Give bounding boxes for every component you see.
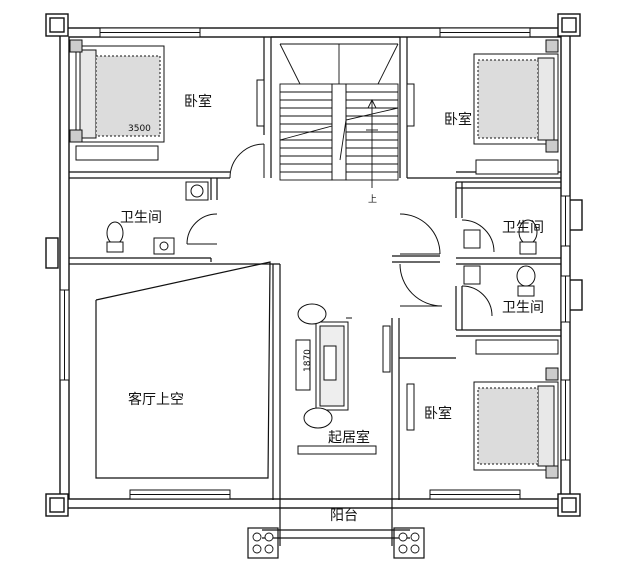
room-label-bathroom-right-upper: 卫生间 [502, 220, 544, 236]
bed-top-right [473, 39, 559, 175]
bed-top-left [69, 39, 165, 161]
interior-walls [69, 36, 561, 500]
stair-up-label: 上 [368, 194, 377, 205]
living-void-outline [95, 261, 271, 479]
room-label-bathroom-left: 卫生间 [120, 210, 162, 226]
family-room-furniture [295, 303, 377, 455]
balcony-planters [252, 532, 420, 554]
bed-bottom-right [473, 339, 559, 479]
room-label-family-room: 起居室 [328, 429, 370, 446]
room-label-balcony: 阳台 [330, 508, 358, 524]
sofa-dimension-label: 1870 [303, 349, 313, 372]
room-label-living-void: 客厅上空 [128, 391, 184, 408]
windows [59, 27, 571, 500]
room-label-bedroom-top-right: 卧室 [444, 111, 472, 128]
doors [186, 143, 495, 317]
staircase [279, 43, 399, 188]
room-label-bathroom-right-lower: 卫生间 [502, 300, 544, 316]
corner-columns [45, 13, 583, 517]
bathroom-fixtures [106, 181, 538, 297]
room-label-bedroom-top-left: 卧室 [184, 93, 212, 110]
room-label-bedroom-bottom-right: 卧室 [424, 405, 452, 422]
balcony-structure [247, 500, 425, 559]
bed-dimension-label: 3500 [128, 124, 151, 134]
